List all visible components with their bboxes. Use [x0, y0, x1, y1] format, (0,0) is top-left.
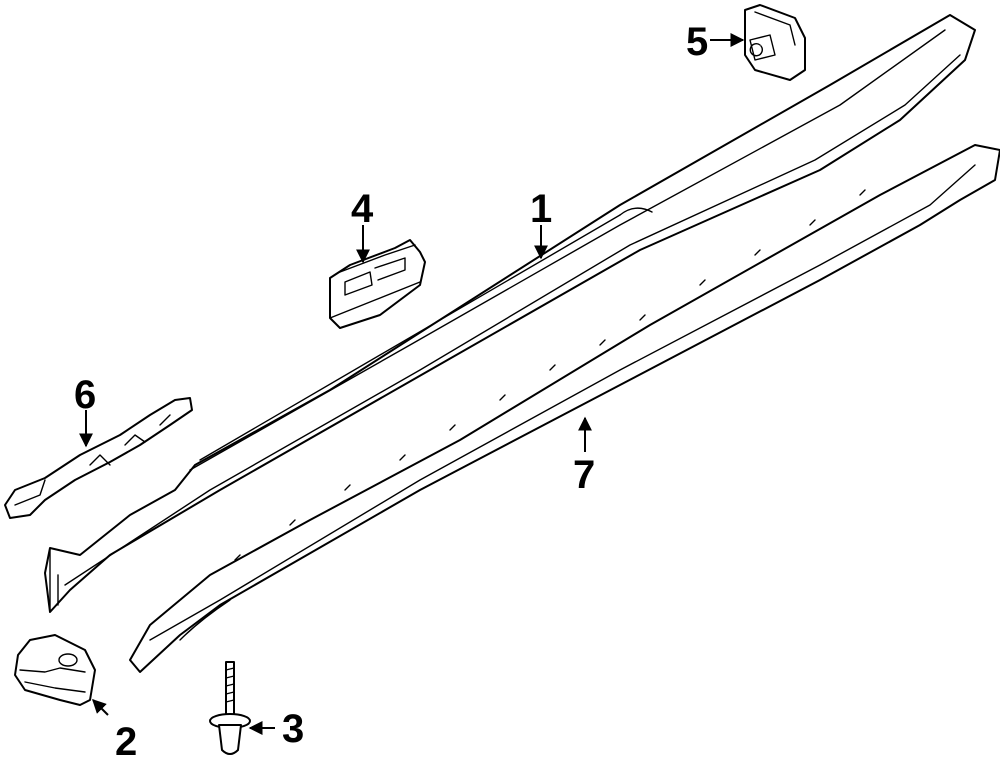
leader-lines [79, 33, 745, 735]
bracket-part-6 [4, 397, 193, 519]
callout-labels: 1 2 3 4 5 6 7 [74, 20, 708, 764]
callout-7: 7 [573, 453, 595, 497]
clip-part-4 [329, 239, 426, 329]
clip-part-5 [744, 4, 806, 81]
callout-5: 5 [686, 20, 708, 64]
leader-2 [92, 699, 109, 716]
callout-6: 6 [74, 373, 96, 417]
nut-clip-part-2 [14, 634, 96, 706]
callout-4: 4 [351, 187, 374, 231]
side-skirt-part-7 [129, 144, 1000, 673]
stud-bolt-part-3 [209, 661, 251, 755]
callout-3: 3 [282, 707, 304, 751]
callout-1: 1 [530, 187, 552, 231]
callout-2: 2 [115, 720, 137, 764]
rocker-panel-part-1 [44, 14, 976, 613]
